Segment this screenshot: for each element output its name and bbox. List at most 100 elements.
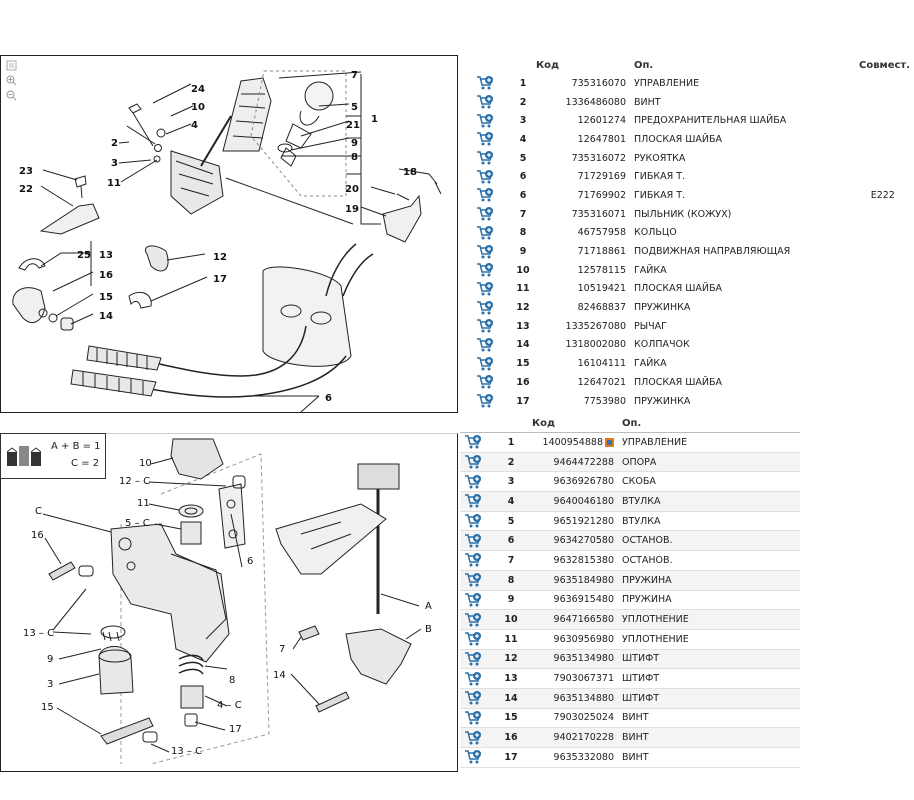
part-code[interactable]: 9640046180 xyxy=(530,491,618,512)
zoom-out-icon[interactable] xyxy=(5,90,17,102)
part-code[interactable]: 71718861 xyxy=(542,242,630,261)
cart-add-icon[interactable] xyxy=(476,318,494,334)
part-code-text[interactable]: 16104111 xyxy=(577,358,626,370)
part-code[interactable]: 1335267080 xyxy=(542,317,630,336)
part-code[interactable]: 1400954888 xyxy=(530,432,618,453)
cart-add-icon[interactable] xyxy=(476,113,494,129)
cart-add-icon[interactable] xyxy=(476,75,494,91)
part-code-text[interactable]: 9635134880 xyxy=(553,692,614,704)
part-code-text[interactable]: 9640046180 xyxy=(553,495,614,507)
part-code[interactable]: 9402170228 xyxy=(530,727,618,748)
part-code[interactable]: 10519421 xyxy=(542,280,630,299)
cart-add-icon[interactable] xyxy=(476,262,494,278)
part-code[interactable]: 735316071 xyxy=(542,205,630,224)
cart-add-icon[interactable] xyxy=(464,533,482,549)
exploded-diagram-gear-shift[interactable]: 24 10 4 2 3 11 7 5 21 9 8 1 23 22 25 13 … xyxy=(0,55,458,413)
part-code-text[interactable]: 12647021 xyxy=(577,376,626,388)
cart-add-icon[interactable] xyxy=(464,513,482,529)
cart-add-icon[interactable] xyxy=(464,474,482,490)
part-code-text[interactable]: 9635134980 xyxy=(553,653,614,665)
part-code[interactable]: 9464472288 xyxy=(530,452,618,473)
part-code-text[interactable]: 1335267080 xyxy=(565,320,626,332)
cart-add-icon[interactable] xyxy=(464,749,482,765)
part-code-text[interactable]: 7903067371 xyxy=(553,673,614,685)
part-code[interactable]: 9635332080 xyxy=(530,747,618,768)
cart-add-icon[interactable] xyxy=(476,225,494,241)
part-code-text[interactable]: 9402170228 xyxy=(553,732,614,744)
part-code-text[interactable]: 9651921280 xyxy=(553,515,614,527)
part-code-text[interactable]: 735316071 xyxy=(571,208,626,220)
cart-add-icon[interactable] xyxy=(476,187,494,203)
part-code-text[interactable]: 1336486080 xyxy=(565,96,626,108)
part-code-text[interactable]: 12578115 xyxy=(577,264,626,276)
part-code-text[interactable]: 82468837 xyxy=(577,302,626,314)
cart-add-icon[interactable] xyxy=(476,393,494,409)
part-code[interactable]: 1318002080 xyxy=(542,336,630,355)
part-code-text[interactable]: 9635332080 xyxy=(553,751,614,763)
part-code-text[interactable]: 9636915480 xyxy=(553,594,614,606)
part-code[interactable]: 7903067371 xyxy=(530,668,618,689)
part-code[interactable]: 735316070 xyxy=(542,74,630,93)
part-code[interactable]: 9635134980 xyxy=(530,649,618,670)
part-code[interactable]: 71729169 xyxy=(542,167,630,186)
part-code-text[interactable]: 9632815380 xyxy=(553,554,614,566)
cart-add-icon[interactable] xyxy=(464,552,482,568)
exploded-diagram-gearbox-control[interactable]: 10 12 – C 11 5 – C C 16 6 13 – C 9 3 15 … xyxy=(0,433,458,772)
cart-add-icon[interactable] xyxy=(464,631,482,647)
zoom-in-icon[interactable] xyxy=(5,75,17,87)
part-code[interactable]: 82468837 xyxy=(542,298,630,317)
cart-add-icon[interactable] xyxy=(476,374,494,390)
part-code-text[interactable]: 7903025024 xyxy=(553,712,614,724)
cart-add-icon[interactable] xyxy=(476,150,494,166)
part-code[interactable]: 16104111 xyxy=(542,354,630,373)
fit-icon[interactable] xyxy=(5,60,17,72)
cart-add-icon[interactable] xyxy=(476,300,494,316)
part-code-text[interactable]: 46757958 xyxy=(577,227,626,239)
cart-add-icon[interactable] xyxy=(464,612,482,628)
part-code[interactable]: 46757958 xyxy=(542,224,630,243)
part-code-text[interactable]: 10519421 xyxy=(577,283,626,295)
part-code[interactable]: 12647021 xyxy=(542,373,630,392)
part-code[interactable]: 12601274 xyxy=(542,111,630,130)
info-flag-icon[interactable] xyxy=(605,437,614,447)
part-code-text[interactable]: 12601274 xyxy=(577,115,626,127)
part-code[interactable]: 9651921280 xyxy=(530,511,618,532)
part-code[interactable]: 9630956980 xyxy=(530,629,618,650)
part-code[interactable]: 9635184980 xyxy=(530,570,618,591)
part-code-text[interactable]: 735316072 xyxy=(571,152,626,164)
part-code-text[interactable]: 9636926780 xyxy=(553,476,614,488)
part-code[interactable]: 12647801 xyxy=(542,130,630,149)
cart-add-icon[interactable] xyxy=(476,94,494,110)
part-code[interactable]: 7753980 xyxy=(542,392,630,411)
cart-add-icon[interactable] xyxy=(464,730,482,746)
cart-add-icon[interactable] xyxy=(476,131,494,147)
cart-add-icon[interactable] xyxy=(464,671,482,687)
part-code-text[interactable]: 9634270580 xyxy=(553,535,614,547)
cart-add-icon[interactable] xyxy=(476,281,494,297)
cart-add-icon[interactable] xyxy=(464,592,482,608)
part-code[interactable]: 9636926780 xyxy=(530,471,618,493)
part-code[interactable]: 9635134880 xyxy=(530,688,618,709)
part-code[interactable]: 9636915480 xyxy=(530,590,618,611)
cart-add-icon[interactable] xyxy=(476,356,494,372)
cart-add-icon[interactable] xyxy=(476,169,494,185)
part-code[interactable]: 7903025024 xyxy=(530,708,618,729)
cart-add-icon[interactable] xyxy=(476,206,494,222)
part-code-text[interactable]: 7753980 xyxy=(583,395,626,407)
part-code[interactable]: 12578115 xyxy=(542,261,630,280)
cart-add-icon[interactable] xyxy=(464,434,482,450)
part-code-text[interactable]: 71718861 xyxy=(577,246,626,258)
part-code-text[interactable]: 9464472288 xyxy=(553,456,614,468)
part-code[interactable]: 1336486080 xyxy=(542,93,630,112)
part-code[interactable]: 735316072 xyxy=(542,149,630,168)
part-code-text[interactable]: 1318002080 xyxy=(565,339,626,351)
part-code-text[interactable]: 9630956980 xyxy=(553,633,614,645)
part-code[interactable]: 9634270580 xyxy=(530,530,618,552)
part-code-text[interactable]: 71729169 xyxy=(577,171,626,183)
part-code-text[interactable]: 9647166580 xyxy=(553,614,614,626)
cart-add-icon[interactable] xyxy=(464,651,482,667)
part-code[interactable]: 9632815380 xyxy=(530,550,618,571)
part-code-text[interactable]: 71769902 xyxy=(577,189,626,201)
cart-add-icon[interactable] xyxy=(464,690,482,706)
cart-add-icon[interactable] xyxy=(464,493,482,509)
